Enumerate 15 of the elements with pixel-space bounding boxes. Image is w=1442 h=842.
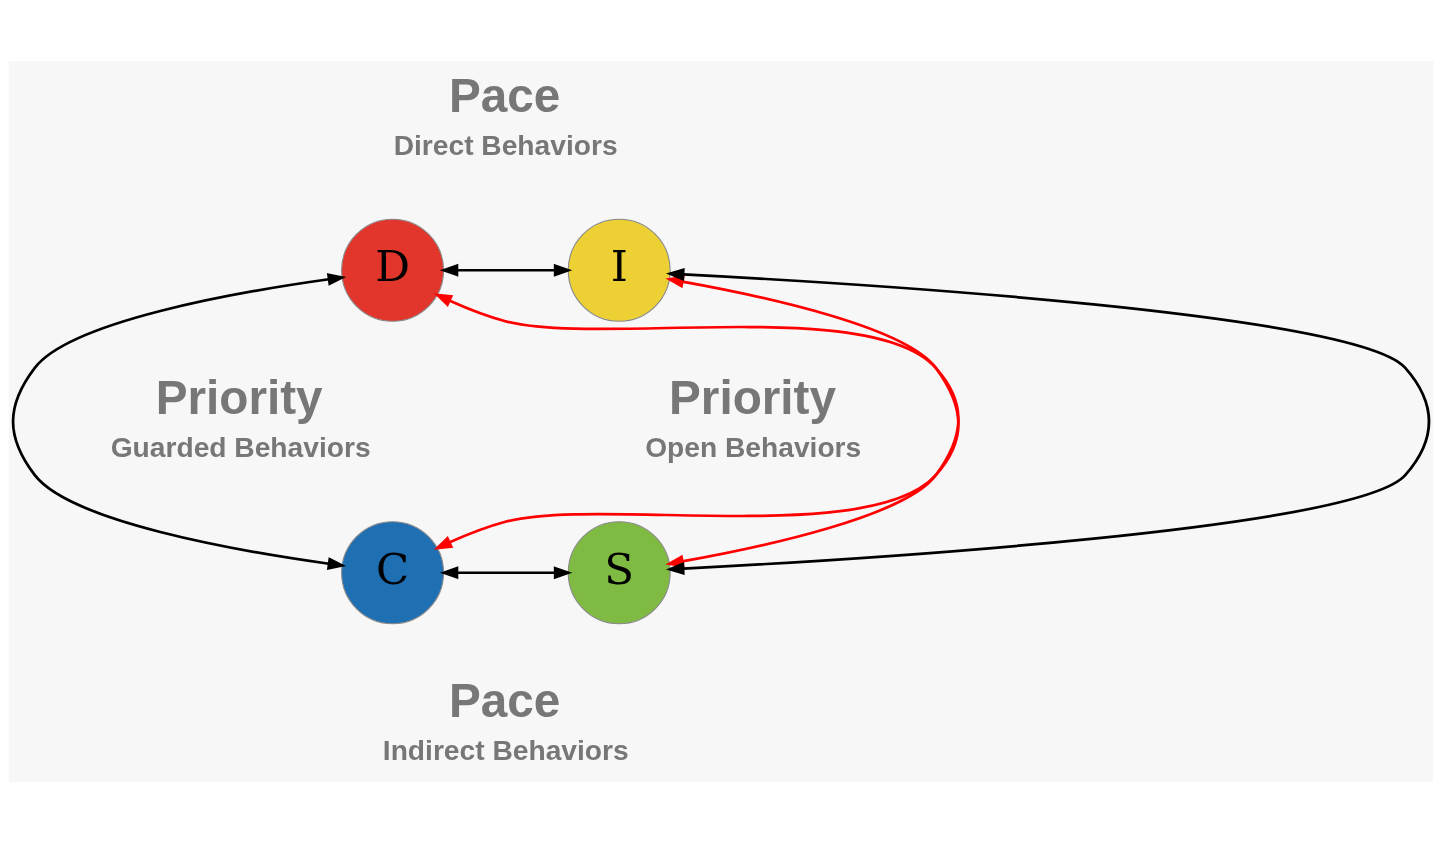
label: Direct Behaviors bbox=[393, 128, 618, 161]
node-circle: I bbox=[567, 218, 671, 322]
arrow bbox=[439, 263, 573, 277]
node-circle: D bbox=[341, 218, 445, 322]
arrow bbox=[439, 565, 573, 579]
label: Pace bbox=[448, 68, 561, 122]
label: Pace bbox=[448, 673, 561, 727]
label: Priority bbox=[669, 370, 837, 424]
node-circle: C bbox=[341, 520, 445, 624]
label: Indirect Behaviors bbox=[382, 733, 629, 766]
node-circle: S bbox=[567, 520, 671, 624]
label: Guarded Behaviors bbox=[110, 430, 371, 463]
arrow bbox=[11, 272, 347, 570]
label: Priority bbox=[155, 370, 323, 424]
label: Open Behaviors bbox=[645, 430, 862, 463]
